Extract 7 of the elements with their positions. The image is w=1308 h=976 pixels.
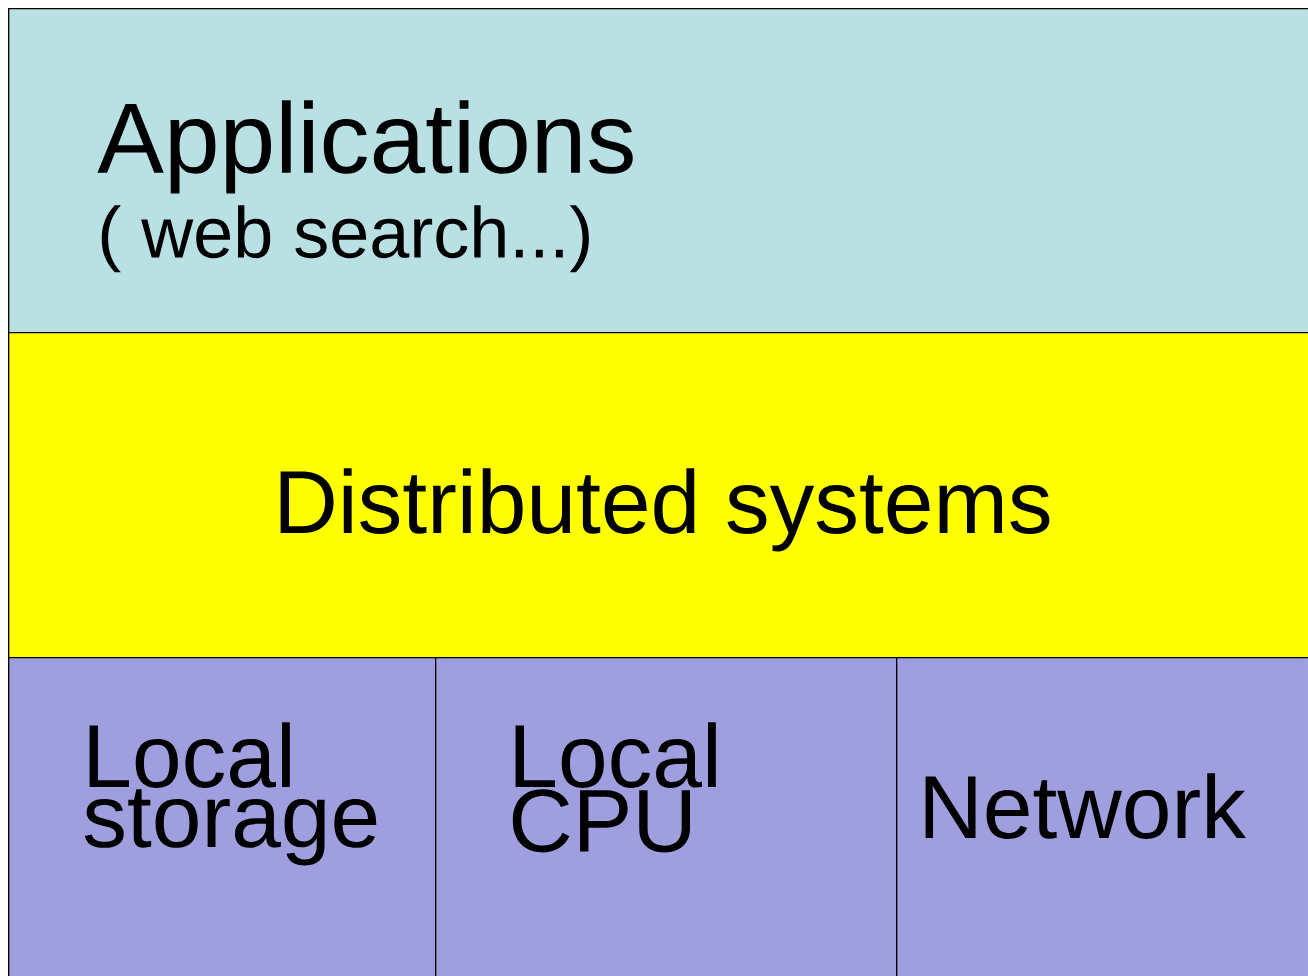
layer-box: Applications ( web search...) bbox=[8, 8, 1308, 334]
layer-box: Network bbox=[896, 657, 1308, 976]
layer-box: Local CPU bbox=[435, 657, 898, 976]
node-label: Local storage bbox=[84, 722, 377, 866]
layer-box: Distributed systems bbox=[8, 332, 1308, 659]
node-label: Local CPU bbox=[512, 722, 716, 853]
layer-box: Local storage bbox=[8, 657, 437, 976]
